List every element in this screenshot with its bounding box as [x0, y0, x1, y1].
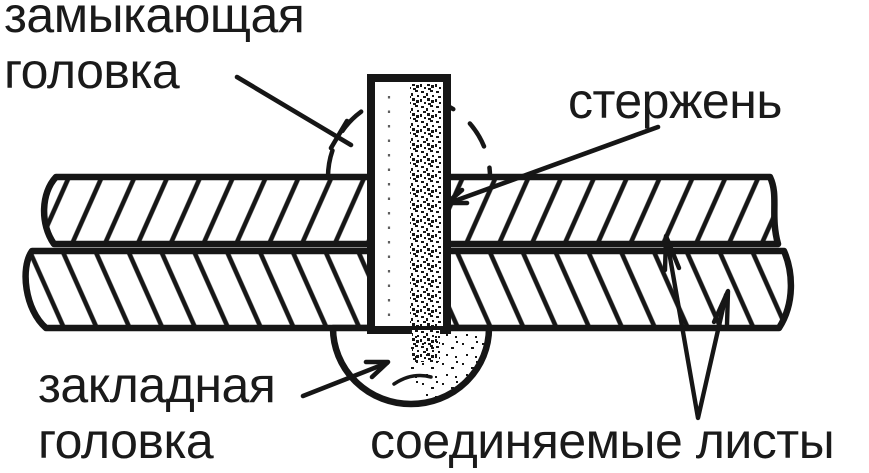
label-closing-head-line1: замыкающая: [4, 0, 305, 43]
leader-shank-arrowhead: [444, 187, 470, 206]
leader-joined-sheets-arrowhead-bottom: [711, 288, 731, 328]
embedded-head-inner-stroke: [392, 373, 433, 386]
label-embedded-head-line2: головка: [38, 413, 214, 469]
label-embedded-head-line1: закладная: [38, 357, 276, 413]
leader-embedded-head-arrowhead: [363, 359, 391, 380]
leader-joined-sheets-arrowhead-top: [662, 233, 682, 273]
shank-shading: [410, 84, 441, 326]
leader-embedded-head-line: [300, 360, 390, 399]
leader-shank: [444, 124, 661, 206]
label-shank: стержень: [568, 73, 782, 129]
leader-shank-line: [446, 124, 661, 206]
leader-joined-sheets: [662, 233, 731, 421]
leader-closing-head-line: [234, 74, 354, 148]
label-closing-head: замыкающая головка: [4, 0, 305, 99]
label-embedded-head: закладная головка: [38, 357, 276, 469]
leader-embedded-head: [300, 359, 391, 399]
leader-closing-head-arrow-tick: [328, 118, 350, 151]
label-joined-sheets: соединяемые листы: [370, 413, 835, 469]
leader-closing-head: [234, 74, 354, 151]
leader-joined-sheets-lines: [664, 237, 729, 421]
label-closing-head-line2: головка: [4, 43, 180, 99]
